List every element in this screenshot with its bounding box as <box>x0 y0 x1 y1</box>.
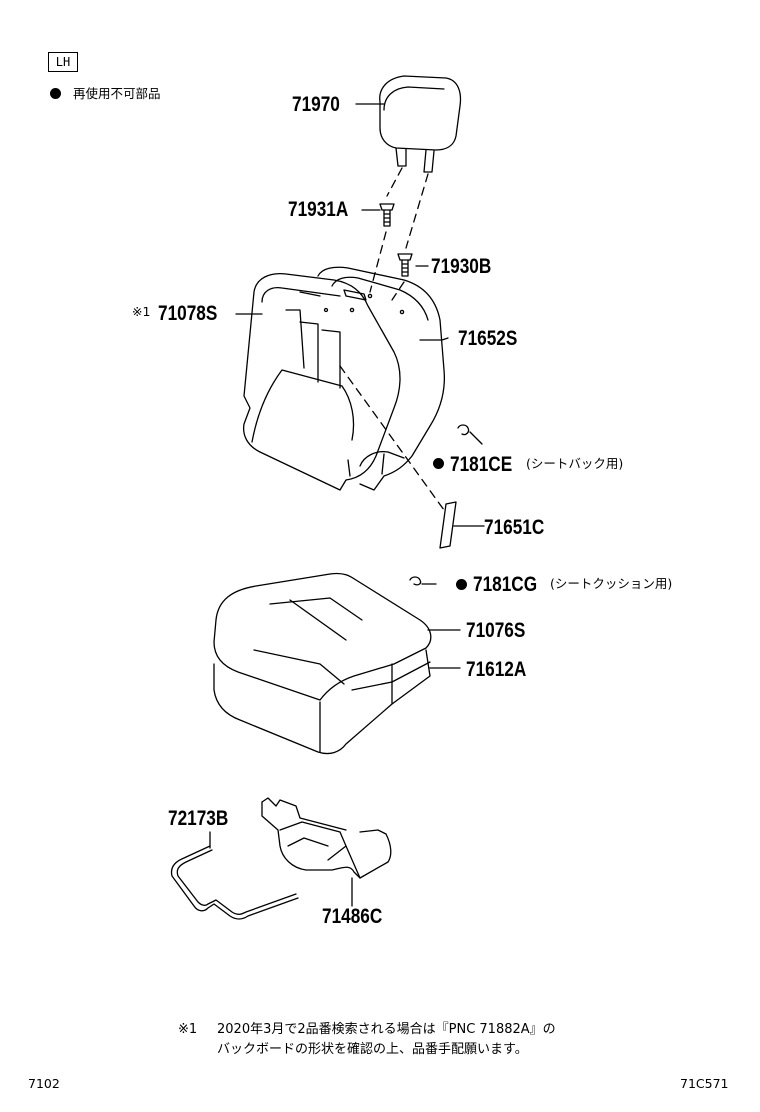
wire-72173B-drawing <box>170 845 299 920</box>
seatback-pad-drawing <box>317 266 446 491</box>
part-7181CE-note: (シートバック用) <box>526 456 624 471</box>
part-number-71970[interactable]: 71970 <box>292 93 340 116</box>
part-number-72173B[interactable]: 72173B <box>168 807 229 830</box>
legend: 再使用不可部品 <box>50 86 161 101</box>
clip-7181CG-drawing <box>409 576 422 586</box>
part-7181CG-row <box>456 576 467 592</box>
part-number-71612A[interactable]: 71612A <box>466 658 527 681</box>
part-number-71076S[interactable]: 71076S <box>466 619 526 642</box>
part-7181CE-row <box>433 455 444 471</box>
assembly-guide-lines <box>339 167 445 511</box>
non-reusable-icon <box>456 579 467 590</box>
part-number-71652S[interactable]: 71652S <box>458 327 518 350</box>
footnote-line-2: バックボードの形状を確認の上、品番手配願います。 <box>217 1042 528 1057</box>
non-reusable-icon <box>433 458 444 469</box>
part-number-71486C[interactable]: 71486C <box>322 905 383 928</box>
leader-lines <box>209 103 485 907</box>
part-number-7181CE[interactable]: 7181CE <box>450 453 513 476</box>
strap-71651C-drawing <box>439 501 457 549</box>
footnote-mark: ※1 <box>178 1022 198 1037</box>
headrest-drawing <box>379 75 462 173</box>
part-7181CG-note: (シートクッション用) <box>550 576 673 591</box>
page-code-right: 71C571 <box>680 1076 729 1091</box>
cushion-cover-drawing <box>213 572 432 701</box>
clip-7181CE-drawing <box>457 424 470 436</box>
part-number-7181CG[interactable]: 7181CG <box>473 573 538 596</box>
cushion-pad-drawing <box>213 649 431 755</box>
part-number-71931A[interactable]: 71931A <box>288 198 349 221</box>
headrest-support-71930B-drawing <box>397 253 413 277</box>
footnote-line-1: 2020年3月で2品番検索される場合は『PNC 71882A』の <box>217 1022 556 1037</box>
legend-text: 再使用不可部品 <box>72 86 161 101</box>
footnote-mark-71078S: ※1 <box>132 304 151 319</box>
part-number-71930B[interactable]: 71930B <box>431 255 492 278</box>
bracket-71486C-drawing <box>261 797 392 879</box>
region-tag: LH <box>48 52 78 72</box>
seatback-cover-drawing <box>242 272 401 491</box>
headrest-support-71931A-drawing <box>379 203 395 227</box>
part-number-71078S[interactable]: 71078S <box>158 302 218 325</box>
legend-bullet-icon <box>50 88 61 99</box>
part-number-71651C[interactable]: 71651C <box>484 516 545 539</box>
page-code-left: 7102 <box>28 1076 60 1091</box>
